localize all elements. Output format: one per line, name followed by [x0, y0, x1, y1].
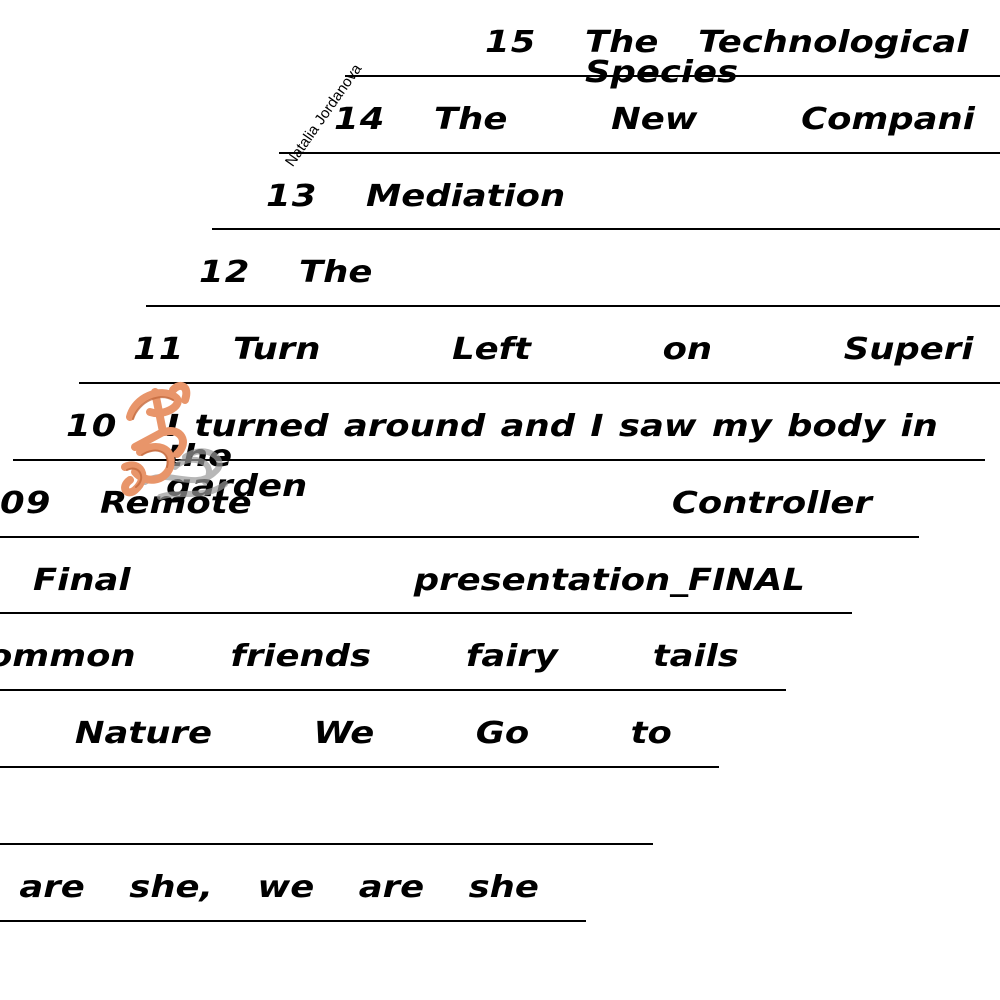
- project-row-12[interactable]: 12 The: [145, 230, 1000, 308]
- project-title-line1: Final presentation_FINAL: [33, 562, 805, 598]
- project-title: Final presentation_FINAL: [33, 562, 805, 598]
- project-title-line1: Mediation: [365, 178, 565, 214]
- project-row-07[interactable]: 07common friends fairy tails: [0, 614, 786, 692]
- project-row-13[interactable]: 13 Mediation: [212, 154, 1000, 231]
- project-title: Turn Left on Superi: [233, 335, 973, 365]
- project-title-line1: The New Compani: [433, 101, 975, 137]
- project-title: The Technological BoSpecies: [585, 28, 1000, 88]
- project-row-04[interactable]: 04If – you are she, we are she: [0, 845, 586, 922]
- project-title: Revised: [0, 796, 605, 826]
- project-title-line1: Turn Left on Superi: [232, 332, 973, 368]
- project-number: 14: [333, 101, 386, 137]
- project-title-line1: Remote Controller: [99, 485, 872, 521]
- project-title: The Nature We Go to: [0, 719, 672, 749]
- project-number: 12: [199, 255, 251, 291]
- project-row-15[interactable]: 15 The Technological BoSpecies: [345, 0, 1000, 88]
- orange-3d-sculpture-icon: [121, 381, 228, 500]
- project-title: The: [299, 258, 973, 288]
- project-row-14[interactable]: 14 The New Compani: [278, 77, 1000, 154]
- project-title-line1: The Technological Bo: [585, 25, 1000, 60]
- project-row-09[interactable]: 09 Remote Controller: [0, 461, 919, 538]
- project-number: 11: [132, 332, 185, 368]
- project-row-05[interactable]: 05Revised: [0, 768, 653, 845]
- project-title-line1: The Nature We Go to: [0, 716, 672, 752]
- project-number: 13: [265, 178, 318, 214]
- project-row-11[interactable]: 11 Turn Left on Superi: [79, 307, 1000, 384]
- project-title: The New Compani: [433, 101, 975, 137]
- project-title: Mediation: [365, 178, 973, 214]
- project-number: 15: [485, 25, 537, 60]
- sculpture-body: [121, 381, 191, 497]
- project-title: Remote Controller: [99, 485, 872, 521]
- project-title-line1: The: [299, 255, 373, 291]
- project-number: 09: [0, 485, 52, 521]
- project-row-06[interactable]: 06The Nature We Go to: [0, 691, 719, 768]
- project-title-line1: If – you are she, we are she: [0, 869, 539, 905]
- project-number: 10: [66, 409, 118, 444]
- sculpture-shadow: [142, 448, 228, 500]
- project-title-line2: Species: [585, 55, 739, 90]
- project-number: 08: [0, 566, 16, 596]
- project-title-line1: I turned around and I saw my body in the: [166, 409, 938, 474]
- project-title: common friends fairy tails: [0, 642, 738, 672]
- project-title: If – you are she, we are she: [0, 869, 539, 905]
- project-row-08[interactable]: 08 Final presentation_FINAL: [0, 538, 852, 615]
- project-title-line1: common friends fairy tails: [0, 639, 739, 675]
